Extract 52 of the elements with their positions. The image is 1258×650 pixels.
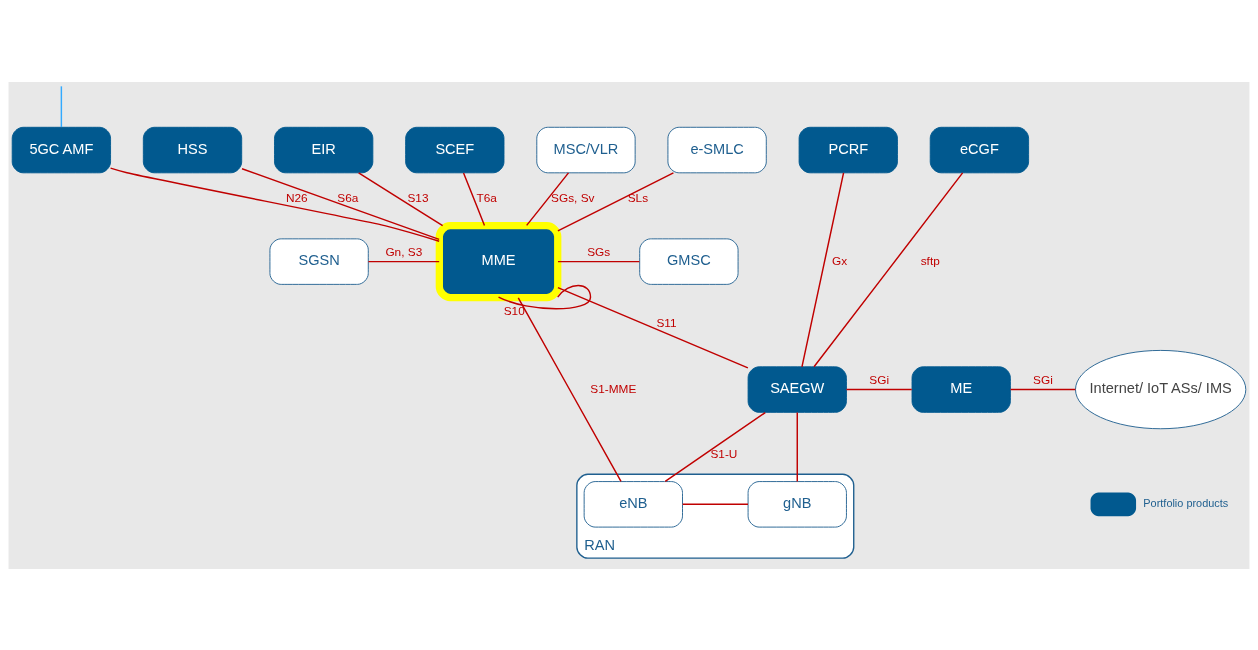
connector: [664, 411, 766, 482]
node-box: e-SMLC: [667, 126, 767, 173]
node-box: GMSC: [639, 237, 739, 285]
connector: [801, 171, 845, 367]
connector: [813, 171, 964, 367]
node-box: MME: [435, 221, 562, 301]
edge-label: S13: [407, 190, 429, 205]
connector: [525, 171, 570, 226]
connector: [845, 388, 913, 390]
node-box: 5GC AMF: [11, 126, 111, 173]
edge-label: Gx: [832, 253, 848, 268]
edge-label: N26: [285, 190, 308, 205]
node-box: eNB: [583, 480, 683, 528]
edge-label: SLs: [627, 190, 649, 205]
node-box: MSC/VLR: [536, 126, 636, 173]
connector: [462, 171, 486, 226]
connector: [1009, 388, 1077, 390]
node-ellipse: Internet/ IoT ASs/ IMS: [1075, 349, 1247, 429]
edge-label: SGs: [587, 244, 611, 259]
edge-label: SGi: [1033, 372, 1053, 387]
edge-label: S1-U: [710, 446, 738, 461]
edge-label: Gn, S3: [385, 244, 423, 259]
node-box: eCGF: [929, 126, 1030, 173]
connector: [557, 260, 641, 262]
connector: [796, 411, 798, 482]
edge-label: S1-MME: [590, 381, 637, 396]
connector: [241, 167, 440, 240]
connector: [109, 166, 440, 242]
node-box: gNB: [747, 480, 847, 528]
connector: [681, 503, 749, 505]
connector: [497, 284, 592, 309]
node-box: SCEF: [405, 126, 505, 173]
node-box: ME: [911, 365, 1011, 413]
connector: [557, 171, 675, 232]
connector: [517, 296, 622, 482]
connector: [367, 260, 440, 262]
node-box: HSS: [142, 126, 243, 173]
edge-label: T6a: [476, 190, 497, 205]
edge-label: SGi: [869, 372, 890, 387]
connector: [357, 171, 444, 226]
connector: [557, 286, 749, 369]
node-box: EIR: [274, 126, 374, 173]
node-box: PCRF: [798, 126, 898, 173]
edge-label: sftp: [920, 253, 940, 268]
connector: [60, 85, 63, 128]
edge-label: S6a: [337, 190, 359, 205]
edge-label: S11: [656, 315, 677, 330]
node-box: SGSN: [269, 237, 369, 285]
edge-label: S10: [503, 303, 525, 318]
edge-label: SGs, Sv: [551, 190, 595, 205]
node-box: SAEGW: [747, 365, 847, 413]
legend-label: Portfolio products: [1143, 496, 1229, 509]
